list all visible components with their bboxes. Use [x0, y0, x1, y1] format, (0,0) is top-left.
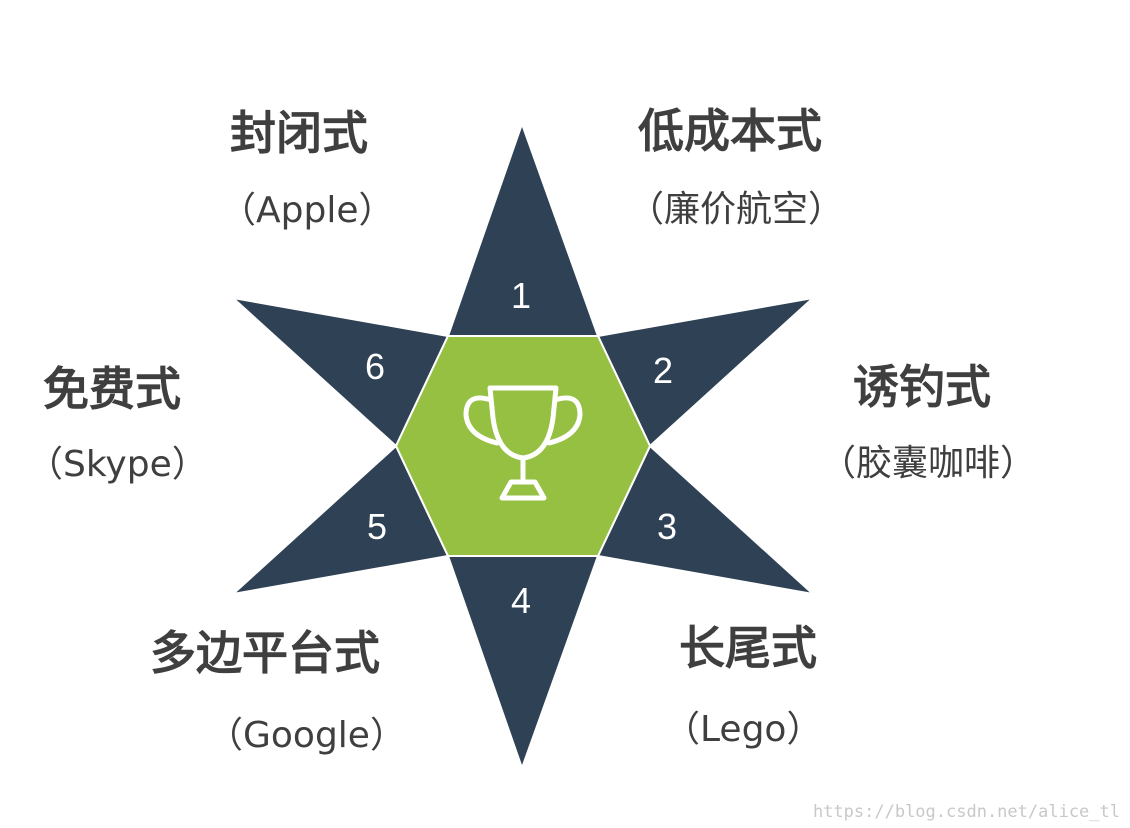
label-title-6: 封闭式	[230, 106, 368, 160]
point-number-5: 5	[366, 506, 388, 547]
label-title-2: 诱钓式	[853, 360, 991, 414]
star-points	[229, 121, 817, 771]
label-title-1: 低成本式	[638, 104, 822, 158]
point-number-3: 3	[656, 506, 678, 547]
label-subtitle-6: （Apple）	[220, 190, 395, 231]
point-number-2: 2	[652, 350, 674, 391]
label-title-5: 免费式	[43, 362, 181, 416]
point-number-4: 4	[510, 580, 532, 621]
point-number-6: 6	[364, 346, 386, 387]
label-subtitle-5: （Skype）	[27, 444, 208, 485]
label-subtitle-2: （胶囊咖啡）	[820, 443, 1037, 484]
label-subtitle-4: （Google）	[207, 715, 406, 756]
center-hexagon	[394, 335, 652, 557]
watermark: https://blog.csdn.net/alice_tl	[812, 802, 1120, 822]
label-title-4: 多边平台式	[150, 626, 380, 680]
trophy-icon	[463, 385, 583, 501]
label-title-3: 长尾式	[679, 621, 817, 675]
label-subtitle-1: （廉价航空）	[628, 189, 845, 230]
point-number-1: 1	[510, 275, 532, 316]
label-subtitle-3: （Lego）	[664, 709, 823, 750]
